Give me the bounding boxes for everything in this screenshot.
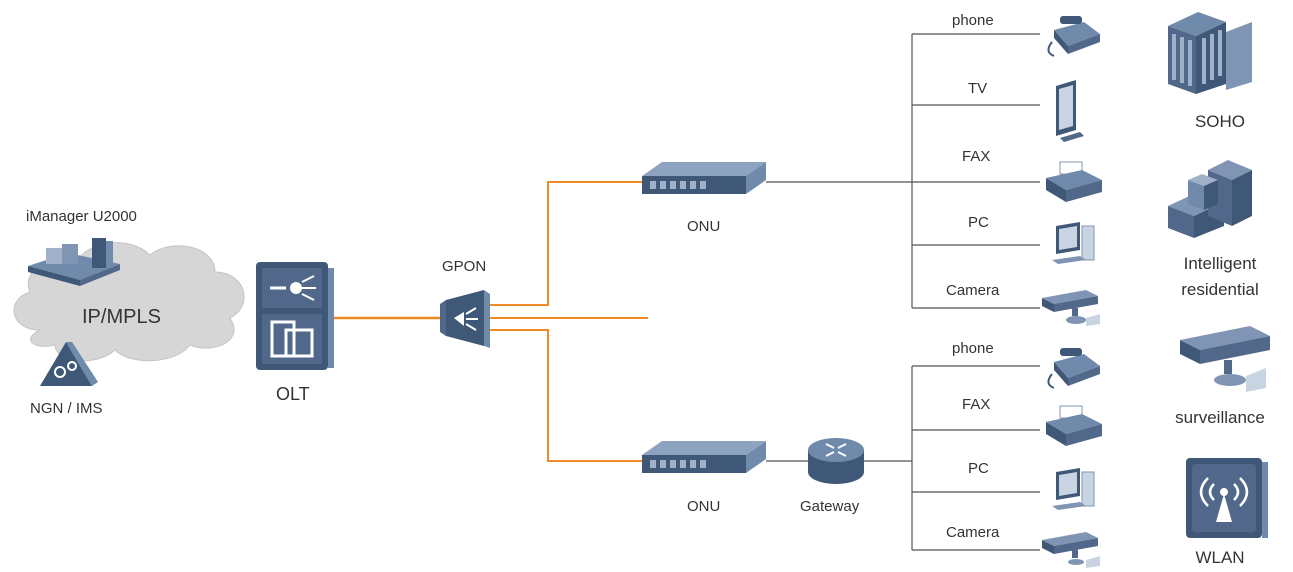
- device-label-fax: FAX: [962, 148, 991, 165]
- gateway-router-icon: [808, 438, 864, 484]
- wlan-icon: [1186, 458, 1268, 538]
- device-label-phone: phone: [952, 340, 994, 357]
- camera-icon: [1042, 290, 1100, 326]
- pc-icon: [1052, 468, 1095, 510]
- device-label-camera: Camera: [946, 524, 1000, 541]
- phone-icon: [1047, 16, 1100, 57]
- fax-icon: [1046, 405, 1102, 446]
- onu-bottom-icon: [642, 441, 766, 473]
- camera-icon: [1042, 532, 1100, 568]
- ngn-ims-label: NGN / IMS: [30, 400, 103, 417]
- scenario-label-intelligent: Intelligent: [1183, 254, 1257, 273]
- olt-label: OLT: [276, 384, 310, 404]
- gpon-splitter-icon: [440, 290, 490, 348]
- gateway-label: Gateway: [800, 498, 860, 515]
- fiber-lines: [332, 181, 648, 462]
- scenario-label-wlan: WLAN: [1195, 548, 1245, 567]
- device-label-pc: PC: [968, 460, 989, 477]
- phone-icon: [1047, 348, 1100, 389]
- copper-lines: [766, 33, 1040, 551]
- device-label-pc: PC: [968, 214, 989, 231]
- onu-top-label: ONU: [687, 218, 721, 235]
- onu-top-icon: [642, 162, 766, 194]
- scenario-label-soho: SOHO: [1194, 112, 1246, 131]
- device-label-tv: TV: [968, 80, 988, 97]
- tv-icon: [1056, 80, 1084, 142]
- device-label-fax: FAX: [962, 396, 991, 413]
- fax-icon: [1046, 161, 1102, 202]
- scenario-label-residential: residential: [1181, 280, 1259, 299]
- ngn-ims-icon: [40, 342, 98, 386]
- scenario-label-surveillance: surveillance: [1175, 408, 1265, 427]
- soho-building-icon: [1168, 12, 1252, 94]
- olt-icon: [256, 262, 334, 370]
- gpon-label: GPON: [442, 258, 487, 275]
- device-label-camera: Camera: [946, 282, 1000, 299]
- surveillance-camera-icon: [1180, 326, 1270, 392]
- server-icon: [28, 238, 120, 286]
- device-label-phone: phone: [952, 12, 994, 29]
- residential-buildings-icon: [1168, 160, 1252, 238]
- ip-mpls-label: IP/MPLS: [82, 306, 161, 328]
- onu-bottom-label: ONU: [687, 498, 721, 515]
- imanager-label: iManager U2000: [26, 208, 137, 225]
- pc-icon: [1052, 222, 1095, 264]
